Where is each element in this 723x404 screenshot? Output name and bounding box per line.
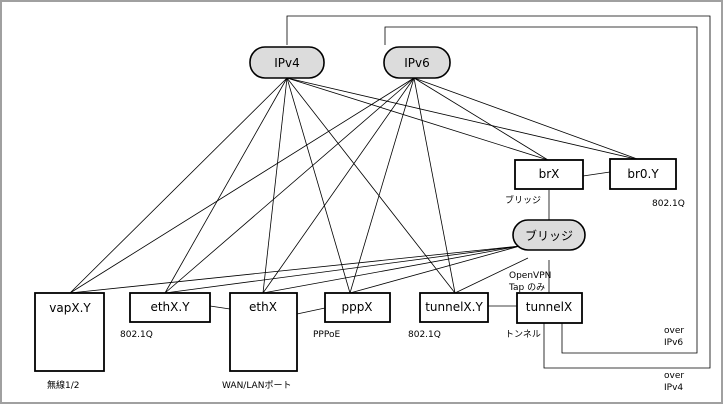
ethxy-node: ethX.Y bbox=[129, 292, 211, 323]
tunnelxy-label: tunnelX.Y bbox=[425, 300, 483, 314]
tunnel-label: トンネル bbox=[505, 329, 541, 340]
vapxy-label: vapX.Y bbox=[49, 301, 91, 315]
over-ipv4-line1: over bbox=[664, 371, 684, 381]
pppx-node: pppX bbox=[324, 292, 391, 323]
over-ipv6-line1: over bbox=[664, 326, 684, 336]
openvpn-label: OpenVPN bbox=[509, 271, 551, 281]
ethx-label: ethX bbox=[249, 300, 277, 314]
brx-bridge-label: ブリッジ bbox=[505, 194, 541, 206]
vapxy-node: vapX.Y bbox=[34, 292, 105, 372]
pppx-label: pppX bbox=[341, 300, 372, 314]
bridge-connections bbox=[69, 190, 550, 294]
over-ipv6-loop bbox=[384, 26, 698, 354]
over-loops bbox=[286, 15, 711, 369]
over-ipv6-line2: IPv6 bbox=[664, 338, 683, 348]
ipv6-label: IPv6 bbox=[404, 56, 430, 70]
over-ipv4-line2: IPv4 bbox=[664, 383, 683, 393]
ipv4-label: IPv4 bbox=[274, 56, 300, 70]
horizontal-connectors bbox=[209, 171, 611, 315]
tunnelxy-8021q-label: 802.1Q bbox=[408, 330, 441, 340]
ethx-node: ethX bbox=[229, 292, 298, 372]
brx-label: brX bbox=[539, 167, 560, 181]
br0y-label: br0.Y bbox=[627, 167, 659, 181]
br0y-node: br0.Y bbox=[609, 158, 677, 190]
ipv4-connections bbox=[69, 77, 641, 294]
brx-node: brX bbox=[514, 159, 584, 190]
pppoe-label: PPPoE bbox=[313, 330, 340, 340]
tunnelx-label: tunnelX bbox=[526, 300, 572, 314]
tap-only-label: Tap のみ bbox=[508, 282, 545, 293]
tunnelx-node: tunnelX bbox=[516, 292, 583, 324]
tunnelxy-node: tunnelX.Y bbox=[419, 292, 489, 323]
bridge-label: ブリッジ bbox=[525, 228, 573, 243]
over-ipv4-loop bbox=[286, 15, 711, 369]
ethxy-label: ethX.Y bbox=[150, 300, 190, 314]
br0y-8021q-label: 802.1Q bbox=[652, 199, 685, 209]
ethxy-8021q-label: 802.1Q bbox=[120, 330, 153, 340]
ethx-port-label: WAN/LANポート bbox=[222, 380, 291, 391]
vap-wireless-label: 無線1/2 bbox=[47, 379, 80, 391]
ipv6-connections bbox=[69, 77, 641, 294]
ipv6-node: IPv6 bbox=[383, 46, 451, 79]
ipv4-node: IPv4 bbox=[249, 46, 325, 79]
bridge-node: ブリッジ bbox=[512, 219, 586, 251]
